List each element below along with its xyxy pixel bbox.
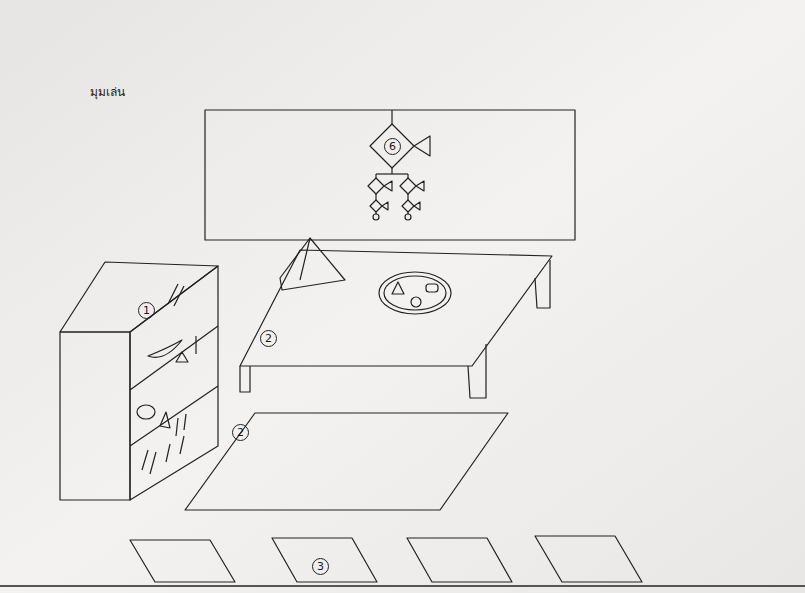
corner-title: มุมเล่น [90, 86, 125, 99]
callout-number: 1 [138, 302, 155, 319]
low-table [240, 238, 552, 398]
callout-number: 2 [260, 330, 277, 347]
callout-number: 2 [232, 424, 249, 441]
floor-mats [130, 536, 642, 582]
floor-rug [185, 413, 508, 510]
fish-mobile [368, 110, 430, 220]
paper-edge [0, 585, 805, 587]
toy-shelf [60, 262, 218, 500]
wall-panel [205, 110, 575, 240]
callout-number: 6 [384, 138, 401, 155]
callout-number: 3 [312, 558, 329, 575]
